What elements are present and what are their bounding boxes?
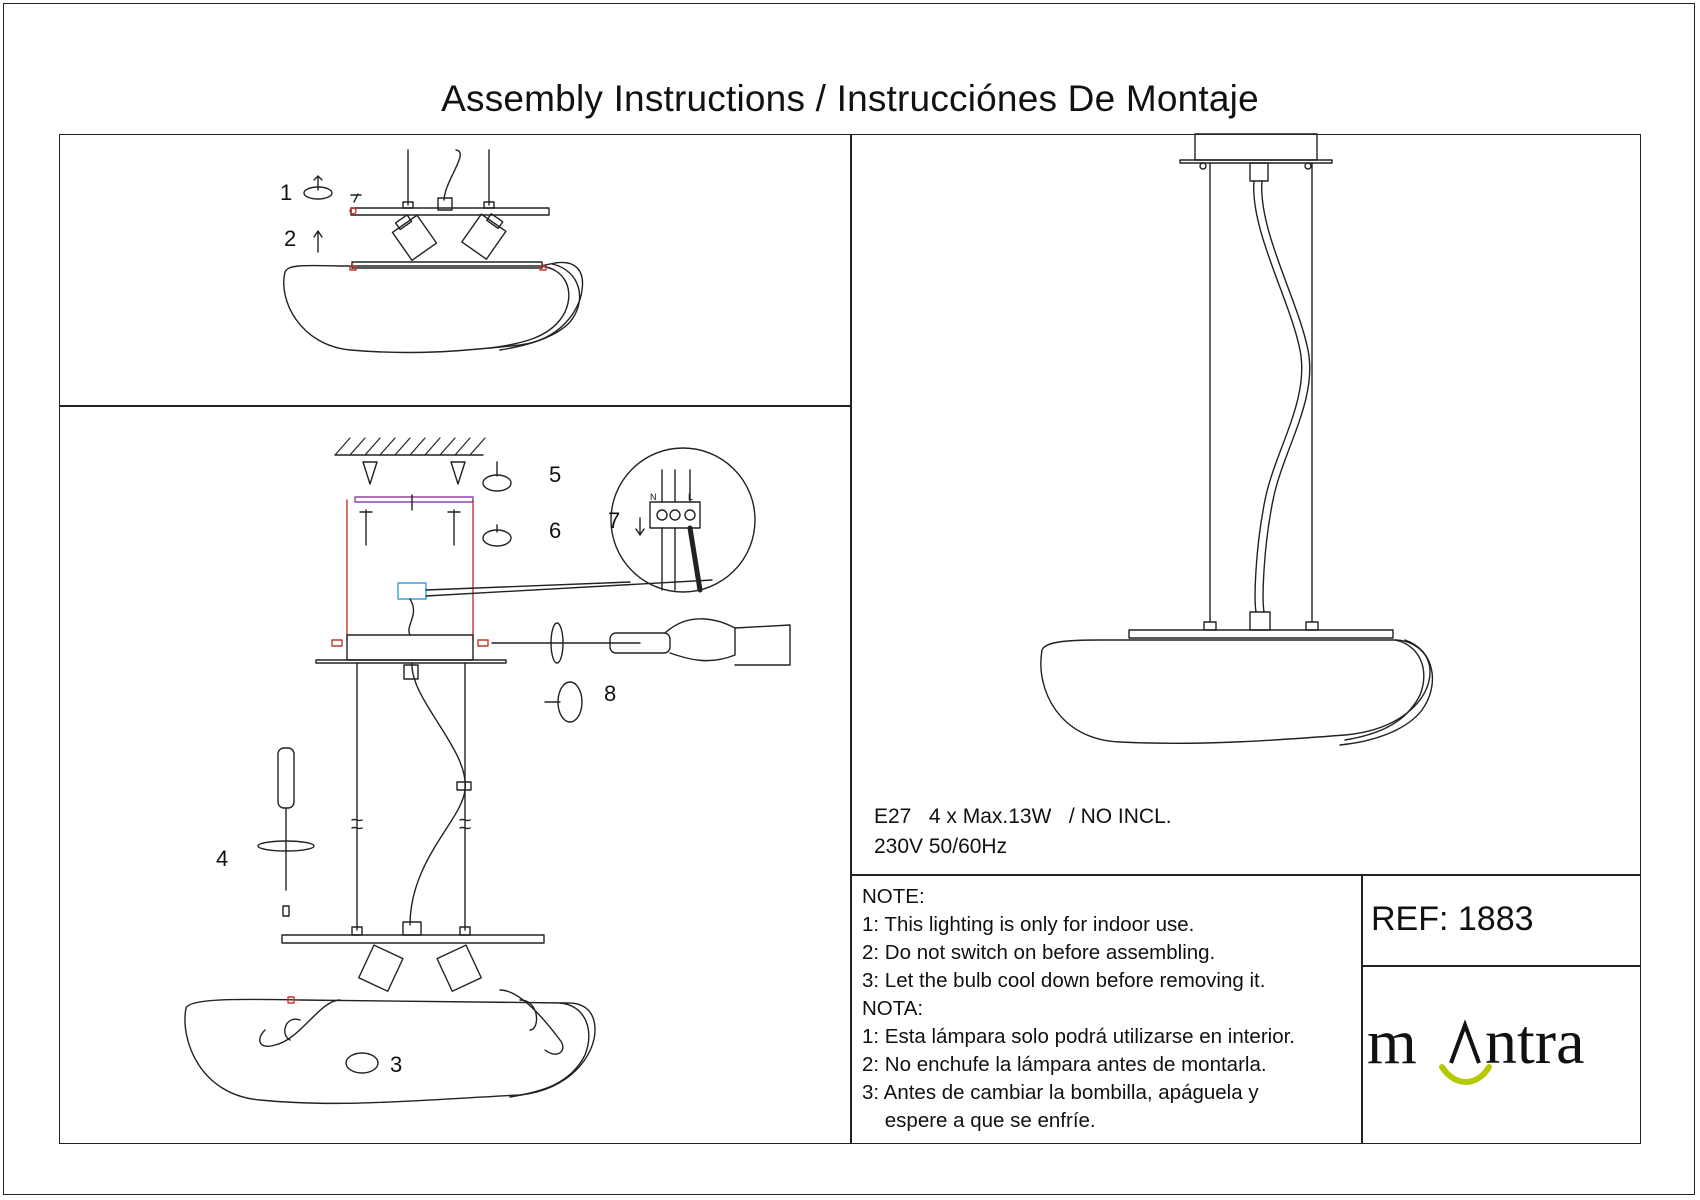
notes-heading-es: NOTA: — [862, 997, 924, 1020]
ref-logo-divider — [1361, 965, 1641, 967]
spec-line-1: E27 4 x Max.13W / NO INCL. — [874, 805, 1172, 828]
note-line: 3: Let the bulb cool down before removin… — [862, 969, 1266, 992]
note-line: 1: Esta lámpara solo podrá utilizarse en… — [862, 1025, 1296, 1048]
step-label-5: 5 — [549, 462, 562, 487]
note-line: 3: Antes de cambiar la bombilla, apáguel… — [862, 1081, 1259, 1104]
svg-text:ntra: ntra — [1485, 1006, 1585, 1077]
notes-block: NOTE: 1: This lighting is only for indoo… — [862, 883, 1295, 1135]
step-label-1: 1 — [280, 180, 293, 205]
step1-shade-assembly — [283, 149, 584, 354]
assembled-pendant — [1040, 133, 1434, 746]
notes-ref-divider — [1361, 874, 1363, 1144]
mantra-logo: m ntra — [1367, 1005, 1635, 1115]
step-label-8: 8 — [604, 681, 617, 706]
step-label-7: 7 — [608, 508, 621, 533]
note-line: espere a que se enfríe. — [862, 1109, 1096, 1132]
reference-number: REF: 1883 — [1371, 900, 1534, 938]
spec-line-2: 230V 50/60Hz — [874, 835, 1008, 858]
svg-text:m: m — [1367, 1006, 1417, 1077]
drawing-sheet — [3, 3, 1695, 1195]
note-line: 1: This lighting is only for indoor use. — [862, 913, 1195, 936]
terminal-label-live: L — [688, 492, 694, 502]
note-line: 2: No enchufe la lámpara antes de montar… — [862, 1053, 1267, 1076]
step-ceiling-installation — [184, 437, 791, 1105]
mantra-logo-mark: m ntra — [1367, 1006, 1585, 1085]
step-label-6: 6 — [549, 518, 562, 543]
notes-heading-en: NOTE: — [862, 885, 925, 908]
step-label-4: 4 — [216, 846, 229, 871]
step-label-2: 2 — [284, 226, 297, 251]
panel-divider-vertical — [850, 134, 852, 1144]
page-title: Assembly Instructions / Instrucciónes De… — [441, 78, 1259, 119]
note-line: 2: Do not switch on before assembling. — [862, 941, 1216, 964]
step-label-3: 3 — [390, 1052, 403, 1077]
panel-divider-left — [59, 405, 851, 407]
terminal-label-neutral: N — [650, 492, 657, 502]
panel-divider-right — [850, 874, 1641, 876]
